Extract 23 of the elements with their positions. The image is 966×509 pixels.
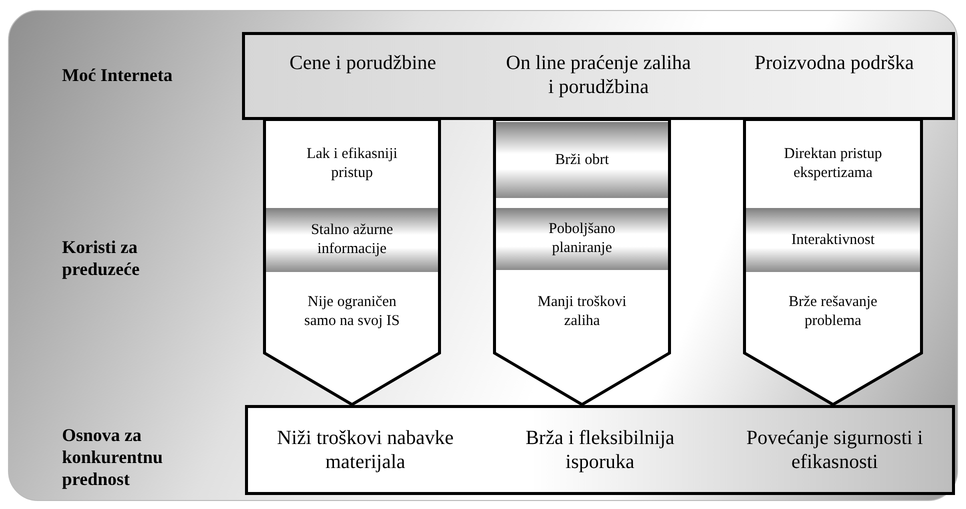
shaded-band: Brži obrt — [496, 122, 668, 198]
pentagon-arrow-shape — [263, 118, 441, 406]
pentagon-arrow-shape — [743, 118, 923, 406]
pentagon-arrow-shape — [493, 118, 671, 406]
bottom-band — [245, 405, 955, 495]
row-label: Moć Interneta — [62, 64, 174, 86]
benefit-section: Lak i efikasniji pristup — [266, 120, 438, 208]
band-text: Proizvodna podrška — [753, 51, 915, 75]
top-band — [242, 32, 955, 120]
band-text: Niži troškovi nabavke materijala — [276, 426, 455, 474]
band-text: Povećanje sigurnosti i efikasnosti — [745, 426, 924, 474]
benefit-section: Nije ograničen samo na svoj IS — [266, 272, 438, 352]
shaded-band: Stalno ažurne informacije — [266, 208, 438, 272]
benefit-section: Brže rešavanje problema — [746, 272, 920, 352]
benefit-section: Manji troškovi zaliha — [496, 272, 668, 352]
row-label: Koristi za preduzeće — [62, 236, 141, 280]
shaded-band: Interaktivnost — [746, 208, 920, 272]
band-text: Cene i porudžbine — [288, 51, 438, 75]
shaded-band: Poboljšano planiranje — [496, 208, 668, 270]
band-text: On line praćenje zaliha i porudžbina — [505, 51, 692, 99]
band-text: Brža i fleksibilnija isporuka — [524, 426, 676, 474]
row-label: Osnova za konkurentnu prednost — [62, 424, 164, 490]
benefit-section: Direktan pristup ekspertizama — [746, 120, 920, 208]
